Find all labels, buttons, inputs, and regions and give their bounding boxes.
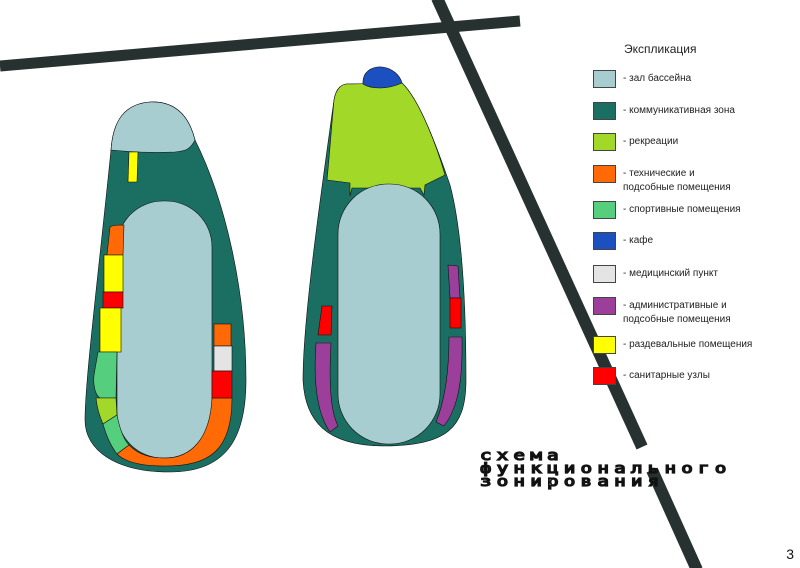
legend-swatch	[593, 336, 616, 354]
sports-room	[93, 351, 118, 399]
road-line-horizontal	[0, 15, 521, 72]
legend-label-line2: подсобные помещения	[623, 314, 731, 325]
road-line-diagonal-lower	[646, 467, 703, 568]
title-line-1: схема	[479, 448, 564, 464]
legend-label-line2: подсобные помещения	[623, 182, 731, 193]
legend-swatch	[593, 265, 616, 283]
legend-swatch	[593, 165, 616, 183]
legend-swatch	[593, 133, 616, 151]
legend-swatch	[593, 297, 616, 315]
legend-label: - кафе	[623, 235, 654, 246]
administrative-room	[314, 342, 339, 433]
diagram-title: схема функционального зонирования	[479, 448, 732, 490]
page-number: 3	[786, 546, 794, 562]
legend-label: - санитарные узлы	[623, 370, 710, 381]
legend-swatch	[593, 201, 616, 219]
legend-label: - раздевальные помещения	[623, 339, 753, 350]
administrative-room	[435, 336, 463, 427]
administrative-room	[447, 264, 461, 299]
changing-room	[103, 254, 124, 293]
plan-right	[302, 66, 467, 447]
pool-hall	[337, 183, 441, 445]
sanitary-unit	[449, 297, 462, 329]
legend-swatch	[593, 102, 616, 120]
legend-label: - зал бассейна	[623, 73, 692, 84]
legend-swatch	[593, 70, 616, 88]
legend-label: - административные и	[623, 300, 727, 311]
technical-room	[213, 323, 232, 347]
pool-hall-head	[110, 101, 196, 153]
legend-label: - коммуникативная зона	[623, 105, 735, 116]
legend-swatch	[593, 367, 616, 385]
legend-label: - технические и	[623, 168, 695, 179]
sanitary-unit	[211, 370, 233, 399]
medical-point	[213, 345, 233, 372]
title-line-3: зонирования	[479, 474, 665, 490]
pool-hall	[116, 200, 213, 459]
changing-room	[127, 151, 139, 183]
changing-room	[99, 307, 122, 353]
sanitary-unit	[317, 305, 333, 336]
technical-room	[106, 224, 125, 256]
plan-left	[84, 101, 247, 473]
cafe	[362, 66, 403, 89]
recreation	[326, 82, 446, 197]
legend-title: Экспликация	[624, 42, 697, 56]
legend-label: - медицинский пункт	[623, 268, 718, 279]
legend-label: - спортивные помещения	[623, 204, 741, 215]
sanitary-unit	[102, 291, 124, 309]
title-line-2: функционального	[479, 461, 732, 477]
legend-label: - рекреации	[623, 136, 679, 147]
legend-swatch	[593, 232, 616, 250]
